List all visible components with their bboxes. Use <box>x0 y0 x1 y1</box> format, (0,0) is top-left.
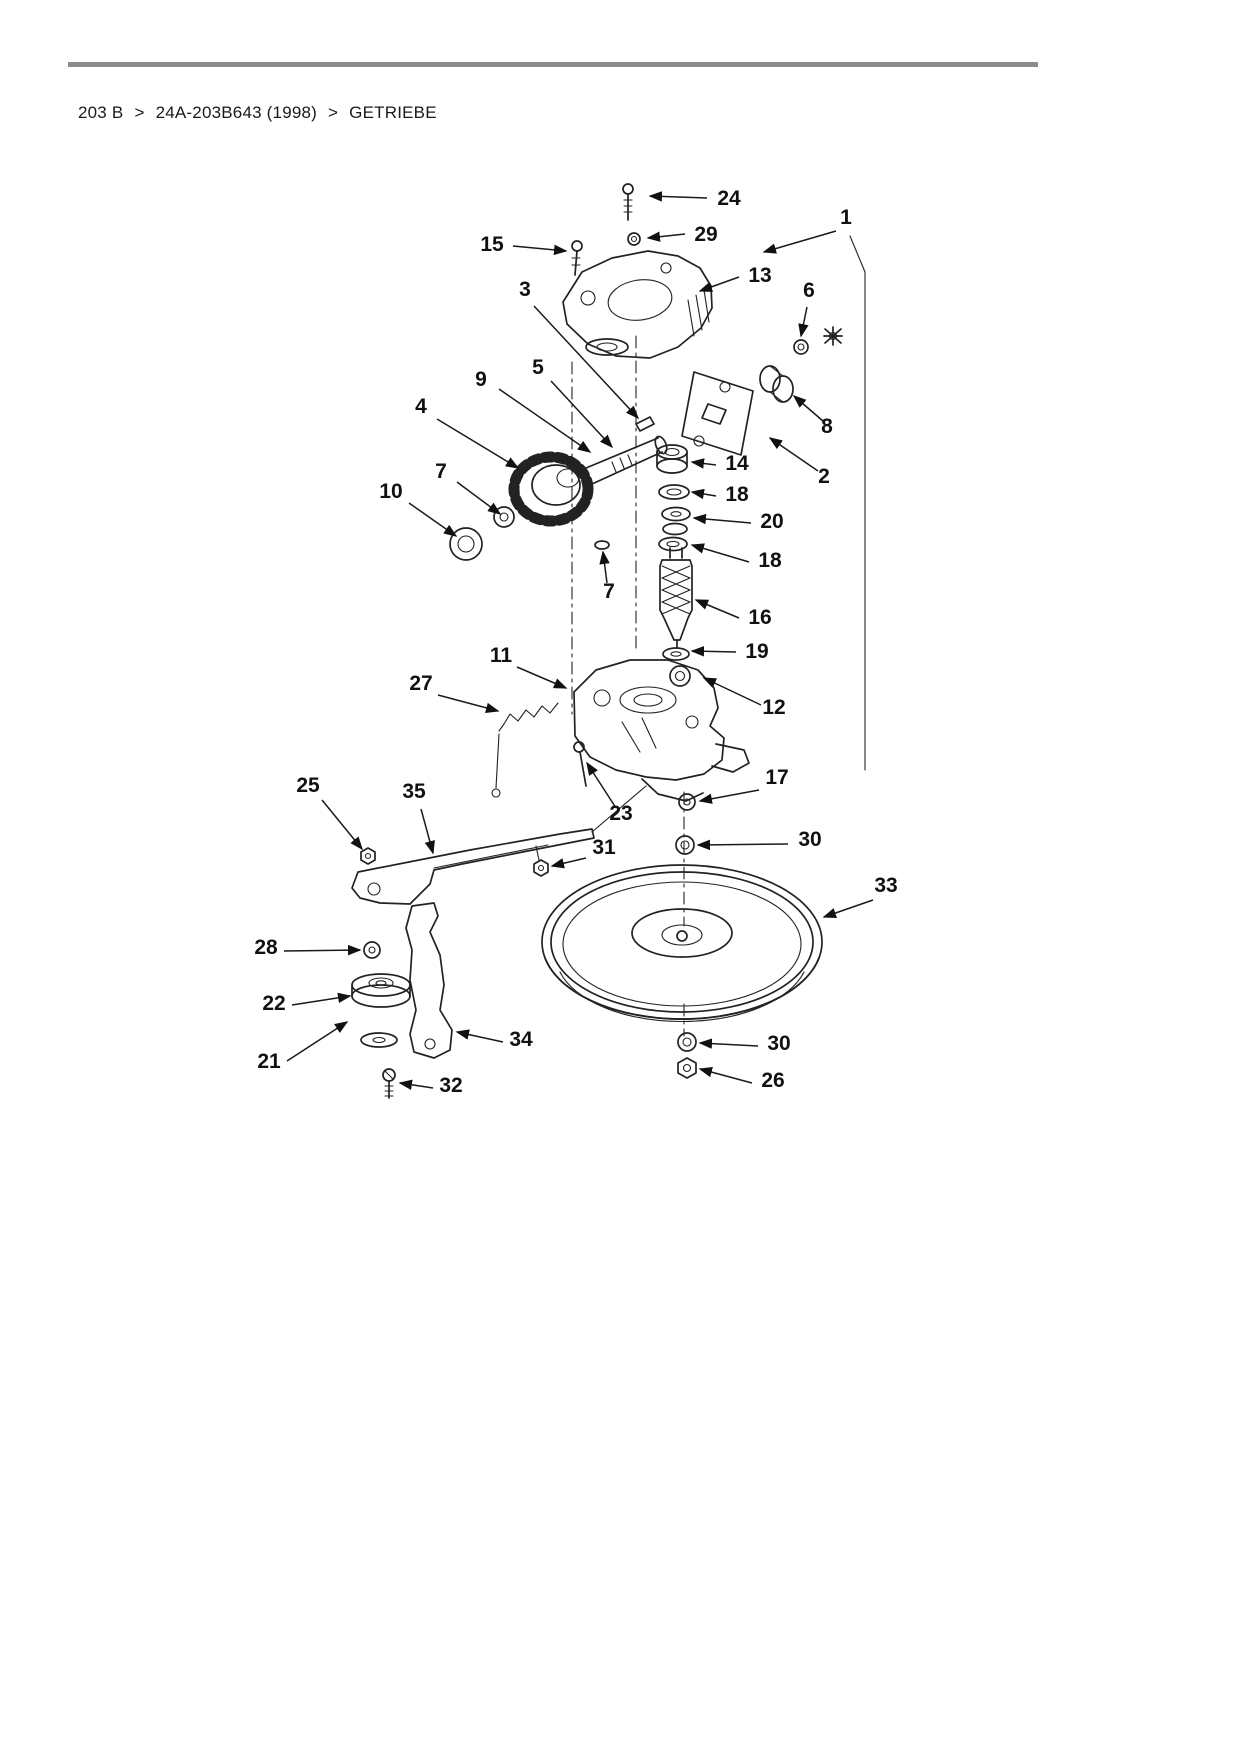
part-washer-19 <box>662 647 690 661</box>
callout-15: 15 <box>480 233 504 256</box>
part-bracket-34 <box>405 902 453 1059</box>
callout-18-lower: 18 <box>758 549 782 572</box>
centerlines <box>571 335 685 1037</box>
part-bushing-10 <box>449 527 483 561</box>
breadcrumb-separator: > <box>328 103 339 122</box>
breadcrumb-separator: > <box>134 103 145 122</box>
callout-4: 4 <box>415 395 427 418</box>
part-washer-21 <box>360 1032 398 1048</box>
leader-lines <box>283 191 874 1090</box>
callout-19: 19 <box>745 640 768 663</box>
part-nut-25 <box>360 847 376 865</box>
part-spring-27 <box>491 702 559 798</box>
callout-23: 23 <box>609 802 632 825</box>
callout-32: 32 <box>439 1074 462 1097</box>
part-plate-2 <box>681 371 754 456</box>
part-nut-31 <box>533 845 549 877</box>
part-bushing-8 <box>759 365 794 403</box>
callout-24: 24 <box>717 187 741 210</box>
part-shaft-end <box>823 326 843 346</box>
callout-11: 11 <box>490 644 513 667</box>
breadcrumb: 203 B > 24A-203B643 (1998) > GETRIEBE <box>78 103 437 123</box>
callout-31: 31 <box>592 836 616 859</box>
callout-35: 35 <box>402 780 426 803</box>
callout-30-lower: 30 <box>767 1032 790 1055</box>
part-screw-15 <box>571 240 583 276</box>
callout-7-center: 7 <box>603 580 615 603</box>
callout-13: 13 <box>748 264 771 287</box>
part-washer-7-left <box>493 506 515 528</box>
callout-12: 12 <box>762 696 785 719</box>
callout-20: 20 <box>760 510 783 533</box>
breadcrumb-model: 203 B <box>78 103 124 122</box>
callout-3: 3 <box>519 278 531 301</box>
assembly-reference-line <box>849 235 866 771</box>
callout-16: 16 <box>748 606 771 629</box>
callout-28: 28 <box>254 936 278 959</box>
part-pulley-22 <box>351 973 411 1008</box>
callout-14: 14 <box>725 452 749 475</box>
callout-29: 29 <box>694 223 717 246</box>
callout-33: 33 <box>874 874 897 897</box>
part-gear-4-shaft <box>508 435 668 527</box>
callout-10: 10 <box>379 480 402 503</box>
callout-21: 21 <box>257 1050 281 1073</box>
divider-rule <box>68 62 1038 67</box>
part-screw-24 <box>622 183 634 221</box>
callout-2: 2 <box>818 465 830 488</box>
part-pulley-33 <box>541 864 823 1023</box>
part-washer-17 <box>678 793 696 811</box>
part-arm-35 <box>351 828 595 905</box>
callout-22: 22 <box>262 992 285 1015</box>
callout-labels: 24 29 15 1 13 6 3 9 5 4 7 10 14 18 20 18… <box>254 187 897 1097</box>
part-washer-29 <box>627 232 641 246</box>
part-housing-upper-13 <box>562 250 713 359</box>
callout-27: 27 <box>409 672 432 695</box>
part-worm-gear-16 <box>659 547 693 649</box>
callout-26: 26 <box>761 1069 784 1092</box>
part-washer-stack <box>658 484 691 552</box>
part-screw-32 <box>382 1068 396 1099</box>
callout-30-upper: 30 <box>798 828 821 851</box>
callout-7-left: 7 <box>435 460 447 483</box>
breadcrumb-catalog-number: 24A-203B643 (1998) <box>155 103 318 122</box>
part-nut-26 <box>677 1057 697 1079</box>
part-housing-lower-11 <box>573 659 750 833</box>
callout-6: 6 <box>803 279 815 302</box>
callout-18-upper: 18 <box>725 483 749 506</box>
callout-5: 5 <box>532 356 544 379</box>
part-bushing-14 <box>656 444 688 474</box>
part-key-3 <box>635 416 655 432</box>
part-bearing-12 <box>669 665 691 687</box>
part-washer-6 <box>793 339 809 355</box>
drawing <box>351 183 866 1099</box>
callout-9: 9 <box>475 368 487 391</box>
part-screw-23 <box>573 741 587 787</box>
part-spacer-7-center <box>594 540 610 550</box>
callout-8: 8 <box>821 415 833 438</box>
part-washer-30-upper <box>675 835 695 855</box>
callout-1: 1 <box>840 206 852 229</box>
callout-25: 25 <box>296 774 320 797</box>
breadcrumb-section: GETRIEBE <box>349 103 437 122</box>
part-washer-28 <box>363 941 381 959</box>
callout-34: 34 <box>509 1028 533 1051</box>
callout-17: 17 <box>765 766 788 789</box>
part-washer-30-lower <box>677 1032 697 1052</box>
